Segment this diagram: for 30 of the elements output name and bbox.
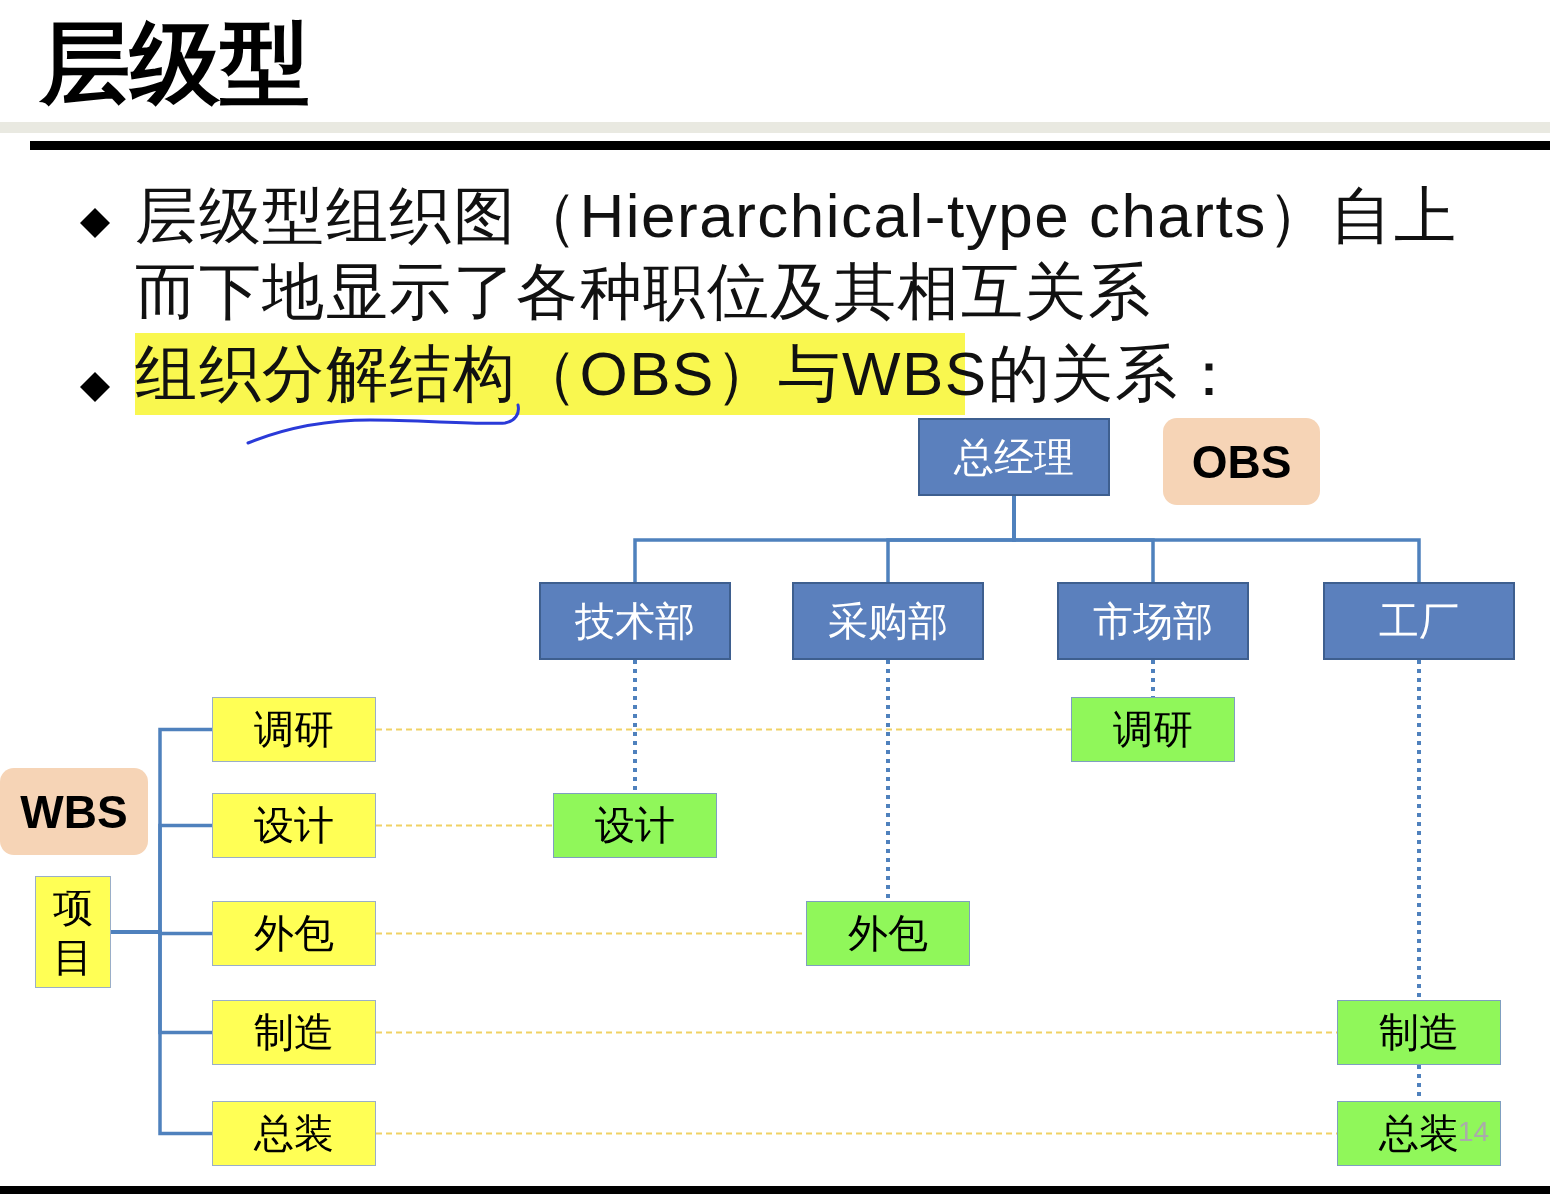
- task-box: 调研: [212, 697, 376, 762]
- task-box: 外包: [212, 901, 376, 966]
- bullet-text: 层级型组织图（Hierarchical-type charts）自上而下地显示了各种职位及其相互关系: [135, 180, 1459, 328]
- task-box: 制造: [1337, 1000, 1501, 1065]
- org-box: 总经理: [918, 418, 1110, 496]
- task-box: 设计: [212, 793, 376, 858]
- org-box: 技术部: [539, 582, 731, 660]
- task-box: 制造: [212, 1000, 376, 1065]
- connector-line: [111, 930, 212, 1136]
- page-number: 14: [1458, 1116, 1490, 1148]
- dotted-line: [1417, 660, 1421, 1000]
- dotted-line: [886, 660, 890, 901]
- dotted-line: [376, 1031, 1337, 1034]
- task-box: 外包: [806, 901, 970, 966]
- org-box: 工厂: [1323, 582, 1515, 660]
- task-box: 设计: [553, 793, 717, 858]
- dotted-line: [633, 660, 637, 793]
- root-box: 项目: [35, 876, 111, 988]
- dotted-line: [376, 728, 1071, 731]
- task-box: 调研: [1071, 697, 1235, 762]
- dotted-line: [376, 1132, 1337, 1135]
- tag-box: OBS: [1163, 418, 1320, 505]
- tag-box: WBS: [0, 768, 148, 855]
- org-box: 采购部: [792, 582, 984, 660]
- slide-title: 层级型: [40, 14, 310, 113]
- connector-line: [1012, 496, 1421, 582]
- task-box: 总装: [212, 1101, 376, 1166]
- dotted-line: [1151, 660, 1155, 697]
- dotted-line: [376, 824, 553, 827]
- org-box: 市场部: [1057, 582, 1249, 660]
